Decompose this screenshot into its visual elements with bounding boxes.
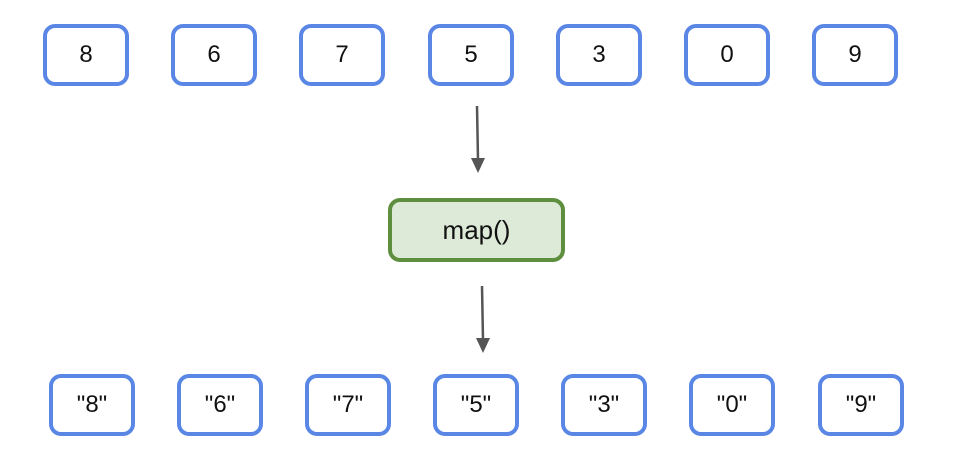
input-box: 6 [171, 24, 257, 86]
input-box: 8 [43, 24, 129, 86]
arrow-map-to-output [476, 285, 490, 353]
output-value: "9" [845, 391, 877, 418]
input-box: 3 [556, 24, 642, 86]
output-value: "8" [76, 391, 108, 418]
map-function-label: map() [442, 214, 511, 245]
input-box: 5 [428, 24, 514, 86]
output-box: "7" [305, 374, 391, 436]
input-value: 9 [848, 41, 862, 68]
output-value: "6" [204, 391, 236, 418]
input-box: 9 [812, 24, 898, 86]
input-box: 7 [299, 24, 385, 86]
map-function-box: map() [388, 198, 565, 262]
output-box: "9" [818, 374, 904, 436]
input-value: 5 [464, 41, 478, 68]
input-value: 0 [720, 41, 734, 68]
output-box: "6" [177, 374, 263, 436]
output-box: "8" [49, 374, 135, 436]
output-value: "0" [716, 391, 748, 418]
output-box: "5" [433, 374, 519, 436]
input-value: 6 [207, 41, 221, 68]
input-value: 7 [335, 41, 349, 68]
input-box: 0 [684, 24, 770, 86]
output-value: "3" [588, 391, 620, 418]
arrow-input-to-map [471, 105, 485, 173]
input-value: 3 [592, 41, 606, 68]
output-value: "5" [460, 391, 492, 418]
output-box: "3" [561, 374, 647, 436]
output-value: "7" [332, 391, 364, 418]
output-box: "0" [689, 374, 775, 436]
input-value: 8 [79, 41, 93, 68]
